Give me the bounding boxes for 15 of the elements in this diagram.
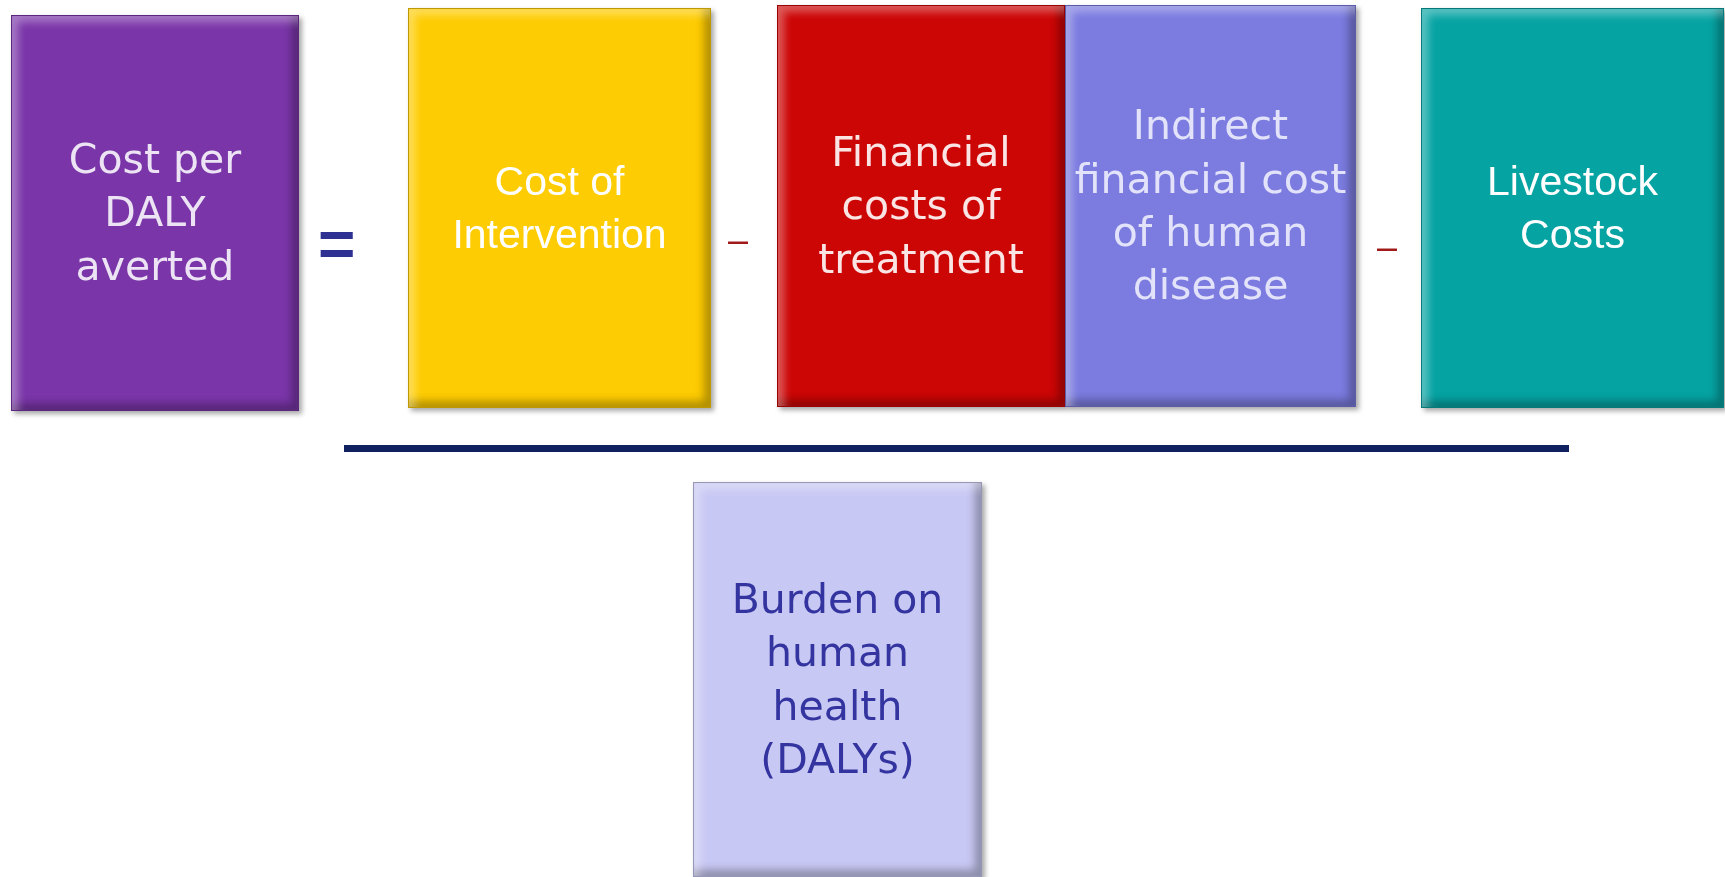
term-box [408,8,711,408]
term-box [1065,5,1356,407]
box-text: Indirect financial cost of human disease [1074,100,1347,312]
term-box [1421,8,1724,408]
box-text: Burden on human health (DALYs) [730,573,945,785]
operator-sign: – [1377,229,1398,265]
box-text: Livestock Costs [1486,156,1659,259]
box-text: Cost of Intervention [451,156,668,259]
term-box [11,15,299,411]
term-box [777,5,1065,407]
term-box [693,482,982,877]
box-text: Cost per DALY averted [67,134,243,292]
operator-sign: = [318,212,356,276]
box-text: Financial costs of treatment [817,127,1025,285]
operator-sign: – [728,222,749,258]
